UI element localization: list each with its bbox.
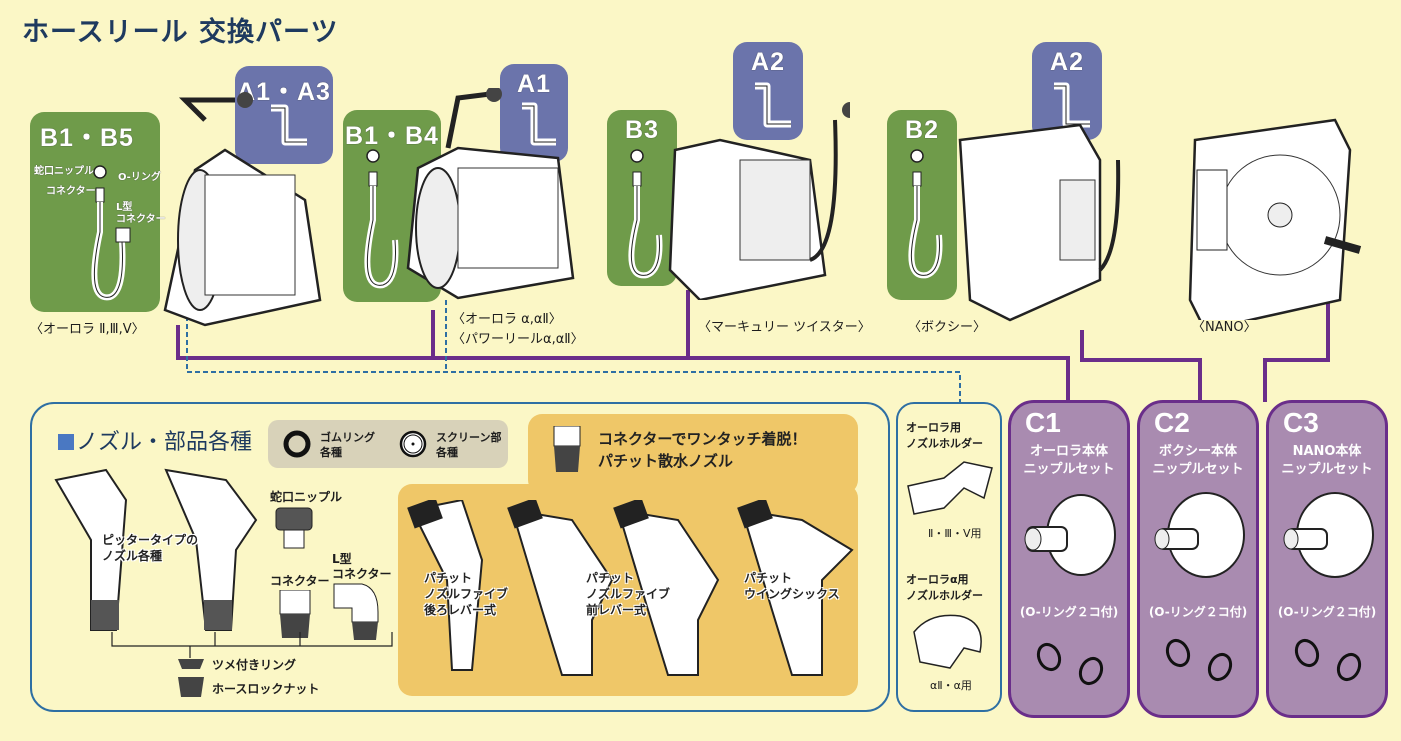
nipple-set-c3-name: NANO本体 xyxy=(1292,444,1362,459)
connector-icon xyxy=(279,590,311,638)
o-ring-icon xyxy=(1165,638,1233,682)
hose-connector-icon xyxy=(364,149,399,289)
hose-reel-mercury-image xyxy=(668,102,850,300)
nipple-set-c1-oring-note: (O-リング２コ付) xyxy=(1019,605,1119,619)
label-l-type: L型 xyxy=(116,202,133,213)
aurora-nozzle-holder-icon xyxy=(907,461,993,515)
line-boxy xyxy=(1080,330,1202,402)
screen-icon xyxy=(399,430,427,458)
crank-handle-icon xyxy=(755,82,791,128)
nipple-set-c1-name: オーロラ本体 xyxy=(1029,444,1108,459)
claw-ring-icon xyxy=(178,659,204,669)
patit-nozzle-front-label: パチット xyxy=(586,571,635,585)
rubber-ring-label: ゴムリング xyxy=(320,431,375,444)
label-faucet-nipple: 蛇口ニップル xyxy=(34,166,94,177)
patit-wing-six-image xyxy=(737,500,854,676)
body-nipple-icon xyxy=(1154,492,1245,578)
a-badge-aurora: A1・A3 xyxy=(235,66,333,164)
label-o-ring: O-リング xyxy=(118,172,161,183)
connector-icon xyxy=(553,426,581,472)
nozzle-holder-panel: オーロラ用 ノズルホルダー Ⅱ・Ⅲ・Ⅴ用 オーロラα用 ノズルホルダー αⅡ・α… xyxy=(896,402,1002,712)
nipple-set-c2-oring-note: (O-リング２コ付) xyxy=(1148,605,1248,619)
rubber-ring-icon xyxy=(283,430,311,458)
aurora-holder-fit: Ⅱ・Ⅲ・Ⅴ用 xyxy=(928,527,982,540)
hose-connector-icon xyxy=(908,149,943,279)
line-aurora xyxy=(176,325,1070,402)
model-label-mercury: 〈マーキュリー ツイスター〉 xyxy=(698,320,871,335)
patit-nozzle-rear-lever-image xyxy=(407,500,484,671)
screen-label: スクリーン部 xyxy=(436,431,502,444)
model-label-power-reel: 〈パワーリールα,αⅡ〉 xyxy=(452,332,584,347)
patit-nozzle-five-image xyxy=(613,500,720,676)
crank-handle-icon xyxy=(271,104,307,146)
nipple-set-c3: C3 NANO本体 ニップルセット (O-リング２コ付) xyxy=(1266,400,1388,718)
nipple-set-c2: C2 ボクシー本体 ニップルセット (O-リング２コ付) xyxy=(1137,400,1259,718)
square-bullet-icon xyxy=(58,434,74,450)
aurora-alpha-holder-fit: αⅡ・α用 xyxy=(930,679,972,692)
o-ring-icon xyxy=(1294,638,1362,682)
body-nipple-icon xyxy=(1024,494,1116,576)
a-badge-aurora-alpha: A1 xyxy=(500,64,568,162)
b-badge-mercury: B3 xyxy=(607,110,677,286)
aurora-alpha-holder-label: オーロラα用 xyxy=(906,573,969,586)
lock-nut-icon xyxy=(178,677,204,697)
hose-reel-alpha-image xyxy=(406,88,575,300)
hose-connector-icon xyxy=(91,165,131,301)
label-connector: コネクター xyxy=(46,186,96,197)
page-title: ホースリール 交換パーツ xyxy=(22,17,339,48)
a-badge-mercury: A2 xyxy=(733,42,803,140)
aurora-alpha-nozzle-holder-icon xyxy=(913,614,982,669)
line-nano xyxy=(1263,300,1330,402)
pistol-nozzle-label: ピッタータイプの xyxy=(102,533,199,547)
patit-nozzle-front-lever-image xyxy=(507,500,614,676)
a-badge-boxy: A2 xyxy=(1032,42,1102,140)
patit-nozzle-rear-label: パチット xyxy=(424,571,473,585)
patit-wing-six-label: パチット xyxy=(744,571,793,585)
nipple-set-c2-name: ボクシー本体 xyxy=(1158,444,1237,459)
body-nipple-icon xyxy=(1283,492,1374,578)
o-ring-icon xyxy=(1036,642,1104,686)
nozzle-parts-panel: ノズル・部品各種 ゴムリング 各種 スクリーン部 各種 ピッタータイプの ノズル… xyxy=(30,402,890,712)
faucet-nipple-label: 蛇口ニップル xyxy=(270,490,343,504)
connector-label: コネクター xyxy=(270,574,330,588)
model-label-boxy: 〈ボクシー〉 xyxy=(908,320,987,335)
hose-reel-aurora-image xyxy=(163,92,322,327)
dashed-line-holder xyxy=(186,300,961,402)
rings-screens-box: ゴムリング 各種 スクリーン部 各種 xyxy=(268,420,508,468)
hose-connector-icon xyxy=(628,149,663,279)
hose-reel-nano-image xyxy=(1188,118,1362,320)
faucet-nipple-icon xyxy=(275,507,313,549)
pistol-nozzle-image xyxy=(54,468,258,631)
label-l-connector: コネクター xyxy=(116,214,166,225)
hose-reel-boxy-image xyxy=(958,123,1121,322)
model-label-aurora: 〈オーロラ Ⅱ,Ⅲ,Ⅴ〉 xyxy=(30,322,145,337)
model-label-nano: 〈NANO〉 xyxy=(1192,320,1257,335)
b-badge-boxy: B2 xyxy=(887,110,957,300)
nipple-set-c1: C1 オーロラ本体 ニップルセット (O-リング２コ付) xyxy=(1008,400,1130,718)
patit-headline: コネクターでワンタッチ着脱！ xyxy=(598,430,807,448)
parts-tree-lines xyxy=(111,632,393,658)
nozzle-section-heading: ノズル・部品各種 xyxy=(58,424,252,456)
nipple-set-c3-oring-note: (O-リング２コ付) xyxy=(1277,605,1377,619)
aurora-holder-label: オーロラ用 xyxy=(906,421,961,434)
claw-ring-label: ツメ付きリング xyxy=(212,658,297,672)
model-label-aurora-alpha: 〈オーロラ α,αⅡ〉 xyxy=(452,312,562,327)
l-connector-label: L型 xyxy=(332,552,352,566)
lock-nut-label: ホースロックナット xyxy=(212,682,320,696)
b-badge-aurora: B1・B5 蛇口ニップル O-リング コネクター L型 コネクター xyxy=(30,112,166,312)
crank-handle-icon xyxy=(522,102,556,146)
l-connector-icon xyxy=(333,583,379,640)
